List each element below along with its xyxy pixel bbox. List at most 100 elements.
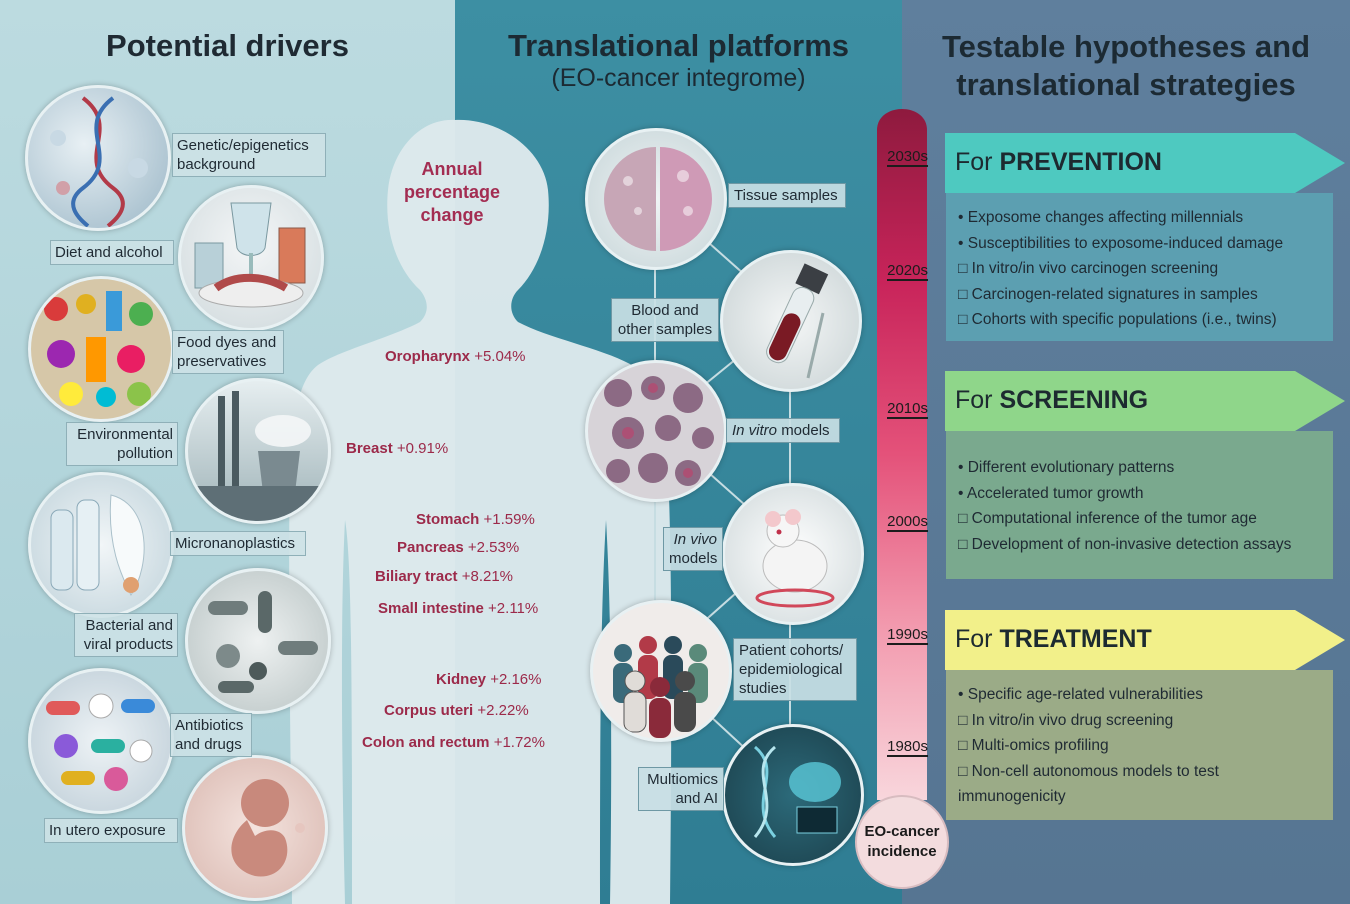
timeline-tick: 2010s [876,400,928,419]
platform-label-text: epidemiological [739,661,843,678]
platform-label-multiomics: Multiomics and AI [638,767,724,811]
strategy-item: • Specific age-related vulnerabilities [958,686,1203,703]
cancer-small-intestine: Small intestine +2.11% [378,600,538,617]
strategy-item: □ Non-cell autonomous models to test [958,762,1219,780]
bacteria-icon [185,568,331,714]
strategy-prefix: For [955,625,1000,653]
tick-label: 2030s [887,148,928,167]
timeline-tick: 1980s [876,738,928,757]
driver-label-text: In utero exposure [49,822,166,839]
driver-label-diet: Diet and alcohol [50,240,174,265]
driver-label-text: pollution [117,445,173,462]
strategies-title-line1: Testable hypotheses and [941,29,1311,64]
platform-label-text: In vivo [673,531,717,548]
cancer-name: Stomach [416,511,480,528]
driver-label-text: Bacterial and [85,617,173,634]
eo-line: incidence [867,843,937,860]
strategy-item: immunogenicity [958,788,1066,805]
cancer-name: Oropharynx [385,348,471,365]
fetus-icon [182,755,328,901]
strategy-keyword: PREVENTION [999,148,1162,176]
platform-label-text: Patient cohorts/ [739,642,844,659]
cells-icon [585,360,727,502]
platform-label-text: and AI [675,790,718,807]
platforms-subtitle: (EO-cancer integrome) [551,64,806,92]
strategy-item: □ Development of non-invasive detection … [958,535,1292,553]
driver-label-text: Antibiotics [175,717,244,734]
candy-icon [28,276,174,422]
plastic-bottle-icon [28,472,174,618]
strategy-item: • Accelerated tumor growth [958,484,1144,502]
timeline-tick: 2000s [876,513,928,532]
platform-label-text: Tissue samples [734,187,838,204]
strategy-item: □ Computational inference of the tumor a… [958,510,1257,527]
tissue-petri-icon [585,128,727,270]
cancer-corpus-uteri: Corpus uteri +2.22% [384,702,529,719]
strategy-header-prevention: For PREVENTION [955,148,1162,177]
driver-label-text: and drugs [175,736,242,753]
timeline-tick: 2030s [876,148,928,167]
driver-label-text: background [177,156,256,173]
strategies-title: Testable hypotheses and translational st… [902,28,1350,104]
platform-label-text: Multiomics [647,771,718,788]
cancer-oropharynx: Oropharynx +5.04% [385,348,526,365]
platform-label-in-vitro: In vitro models [726,418,840,443]
cancer-value: +2.16% [490,671,542,688]
mouse-icon [722,483,864,625]
tick-label: 2010s [887,400,928,419]
heading-line: Annual [421,159,483,179]
strategies-title-line2: translational strategies [956,67,1296,102]
cancer-value: +1.59% [483,511,535,528]
strategy-keyword: TREATMENT [999,625,1152,653]
strategy-prefix: For [955,148,1000,176]
blood-tube-icon [720,250,862,392]
factory-icon [185,378,331,524]
strategy-keyword: SCREENING [999,386,1149,414]
strategy-header-treatment: For TREATMENT [955,625,1152,654]
cancer-value: +0.91% [396,440,449,457]
heading-line: change [420,205,484,225]
strategy-item: □ In vitro/in vivo drug screening [958,711,1174,729]
platform-label-tissue: Tissue samples [728,183,846,208]
strategy-prefix: For [955,386,1000,414]
platform-label-text: models [781,422,830,439]
platform-label-text: In vitro [732,422,778,439]
tick-label: 1980s [887,738,928,757]
platform-label-text: other samples [617,321,713,338]
platform-label-text: studies [739,680,787,697]
driver-label-text: preservatives [177,353,267,370]
strategy-item: □ Carcinogen-related signatures in sampl… [958,285,1258,303]
cancer-colon-rectum: Colon and rectum +1.72% [362,734,545,751]
strategy-header-screening: For SCREENING [955,386,1148,415]
dna-icon [25,85,171,231]
driver-label-antibiotics: Antibiotics and drugs [170,713,252,757]
tick-label: 1990s [887,626,928,645]
eo-cancer-incidence-label: EO-cancer incidence [857,822,947,862]
glass-food-icon [178,185,324,331]
prevention-box: • Exposome changes affecting millennials… [946,193,1333,341]
tick-label: 2020s [887,262,928,281]
treatment-box: • Specific age-related vulnerabilities □… [946,670,1333,820]
strategy-item: □ Cohorts with specific populations (i.e… [958,311,1277,328]
cancer-breast: Breast +0.91% [346,440,448,457]
annual-percentage-heading: Annual percentage change [390,158,514,227]
ai-brain-icon [722,724,864,866]
drivers-title: Potential drivers [106,28,349,63]
cancer-value: +2.22% [477,702,529,719]
eo-line: EO-cancer [864,823,940,840]
cancer-value: +2.53% [467,539,520,556]
driver-label-text: Diet and alcohol [55,244,163,261]
cancer-value: +8.21% [461,568,514,585]
platform-label-cohorts: Patient cohorts/epidemiological studies [733,638,857,701]
cancer-name: Breast [346,440,393,457]
tick-label: 2000s [887,513,928,532]
strategy-item: • Susceptibilities to exposome-induced d… [958,234,1284,252]
strategy-item: □ Multi-omics profiling [958,737,1109,754]
cancer-biliary-tract: Biliary tract +8.21% [375,568,513,585]
